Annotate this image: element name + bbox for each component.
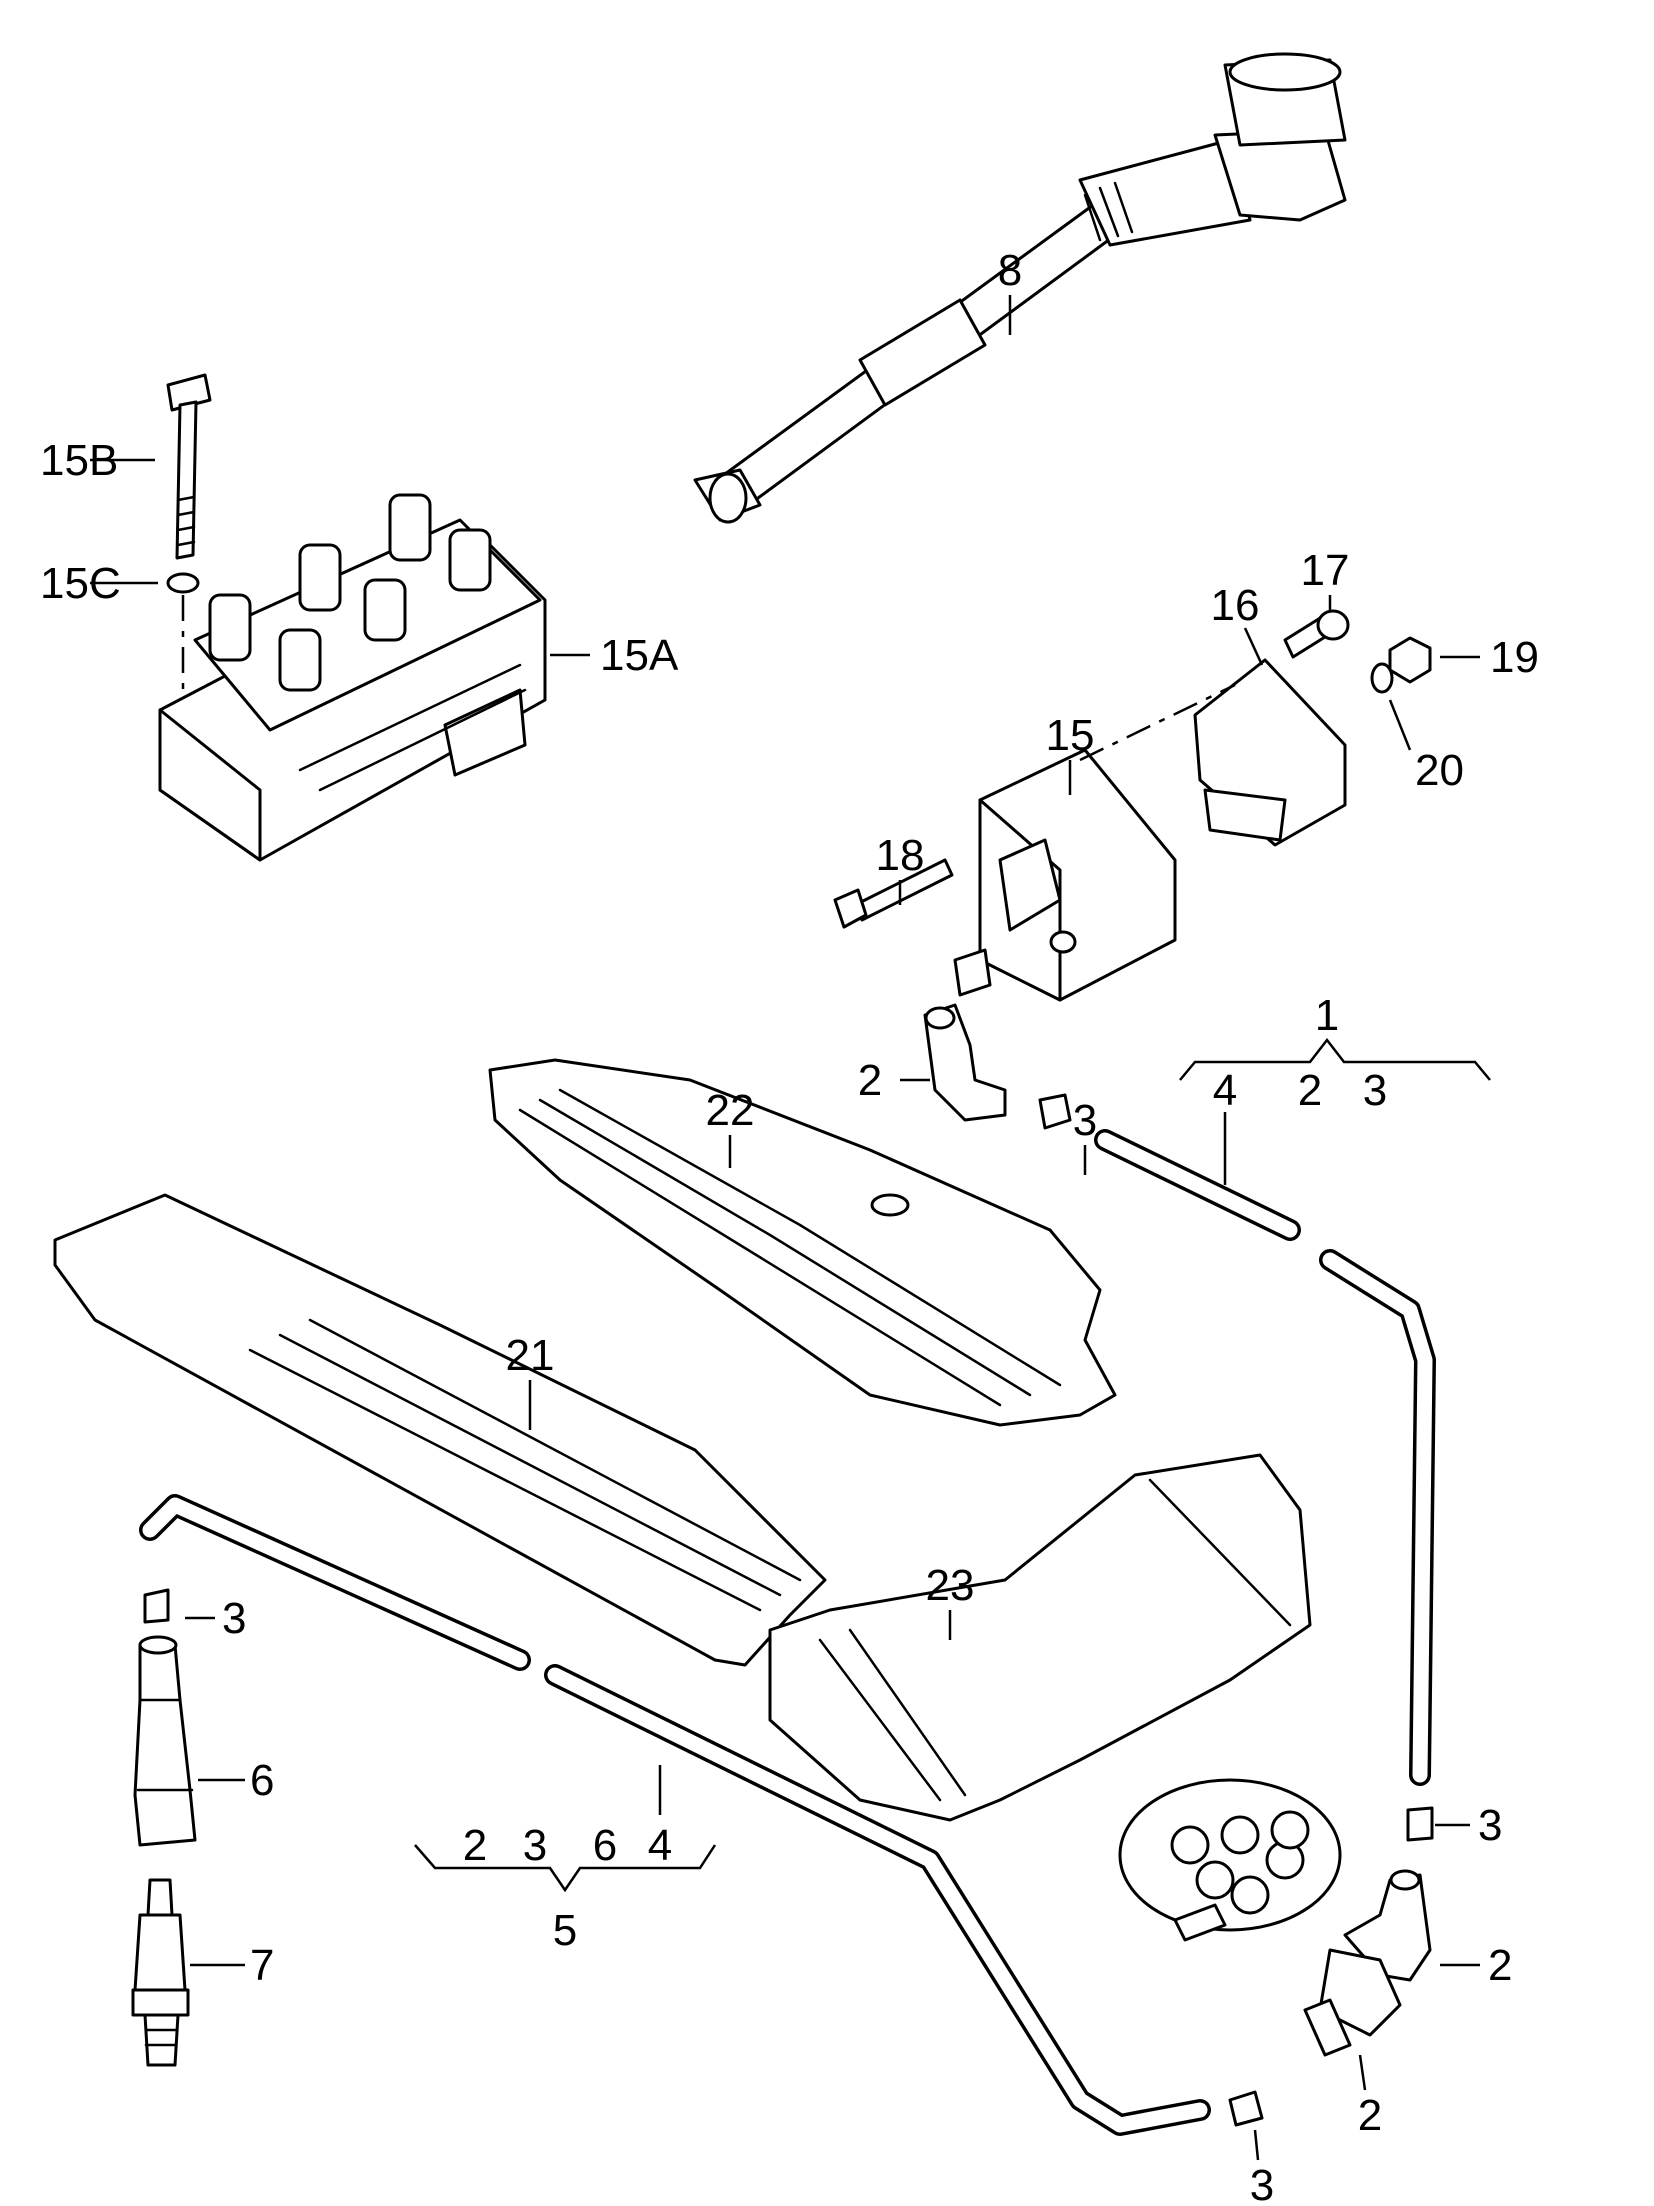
- callout-19: 19: [1490, 633, 1539, 682]
- bracket-16: [1193, 658, 1347, 847]
- callout-3-left: 3: [222, 1594, 246, 1643]
- callout-3-group5: 3: [523, 1821, 547, 1870]
- mount-axis-line: [1079, 683, 1236, 762]
- clip-3-upper: [1038, 1093, 1072, 1130]
- ignition-cable: [1094, 1129, 1436, 1786]
- callout-2-group1: 2: [1298, 1066, 1322, 1115]
- clip-3-right: [1406, 1806, 1434, 1842]
- callout-15: 15: [1046, 711, 1095, 760]
- callout-17: 17: [1301, 546, 1350, 595]
- spark-plug-cable: [139, 1494, 1211, 2136]
- ignition-coil-pack: [158, 493, 547, 862]
- callout-15b: 15B: [40, 436, 118, 485]
- washer-15c: [166, 572, 200, 594]
- callout-1: 1: [1315, 991, 1339, 1040]
- callout-21: 21: [506, 1331, 555, 1380]
- callout-18: 18: [876, 831, 925, 880]
- distributor-cap: [1118, 1778, 1342, 1942]
- bolt-15b: [166, 373, 212, 560]
- callout-2-upper: 2: [858, 1056, 882, 1105]
- ignition-coil-rod: [693, 52, 1347, 524]
- callout-16: 16: [1211, 581, 1260, 630]
- connector-2-upper: [923, 1003, 1007, 1122]
- callout-6-group5: 6: [593, 1821, 617, 1870]
- cover-23: [768, 1453, 1312, 1822]
- bolt-18: [833, 858, 954, 929]
- screw-17: [1283, 609, 1350, 659]
- callout-2-right: 2: [1488, 1941, 1512, 1990]
- spark-plug-7: [131, 1878, 190, 2067]
- connector-2-right: [1343, 1869, 1432, 1982]
- callout-5: 5: [553, 1906, 577, 1955]
- cover-22: [488, 1058, 1117, 1427]
- callout-22: 22: [706, 1086, 755, 1135]
- leader-lines: [90, 295, 1491, 2161]
- callout-3-bottom: 3: [1250, 2161, 1274, 2206]
- callout-2-bottom: 2: [1358, 2091, 1382, 2140]
- callout-15a: 15A: [600, 631, 679, 680]
- callout-6: 6: [250, 1756, 274, 1805]
- callout-23: 23: [926, 1561, 975, 1610]
- callout-2-group5: 2: [463, 1821, 487, 1870]
- callout-15c: 15C: [40, 559, 121, 608]
- callout-3-right: 3: [1478, 1801, 1502, 1850]
- ignition-coil: [953, 748, 1177, 1002]
- callout-20: 20: [1415, 746, 1464, 795]
- clip-3-left: [143, 1588, 170, 1624]
- callout-3-upper: 3: [1073, 1096, 1097, 1145]
- callout-labels: 8 15B 15C 15A 15 16 17 19 20 18 2 3 22 1…: [40, 246, 1539, 2206]
- callout-8: 8: [998, 246, 1022, 295]
- callout-4-upper: 4: [1213, 1066, 1237, 1115]
- cover-21: [53, 1193, 827, 1667]
- plug-connector-6: [133, 1635, 197, 1847]
- clip-3-bottom: [1228, 2090, 1264, 2127]
- callout-4-group5: 4: [648, 1821, 672, 1870]
- callout-7: 7: [250, 1941, 274, 1990]
- nut-19: [1388, 636, 1432, 684]
- callout-3-group1: 3: [1363, 1066, 1387, 1115]
- connector-2-bottom: [1303, 1948, 1402, 2057]
- washer-20: [1370, 662, 1394, 694]
